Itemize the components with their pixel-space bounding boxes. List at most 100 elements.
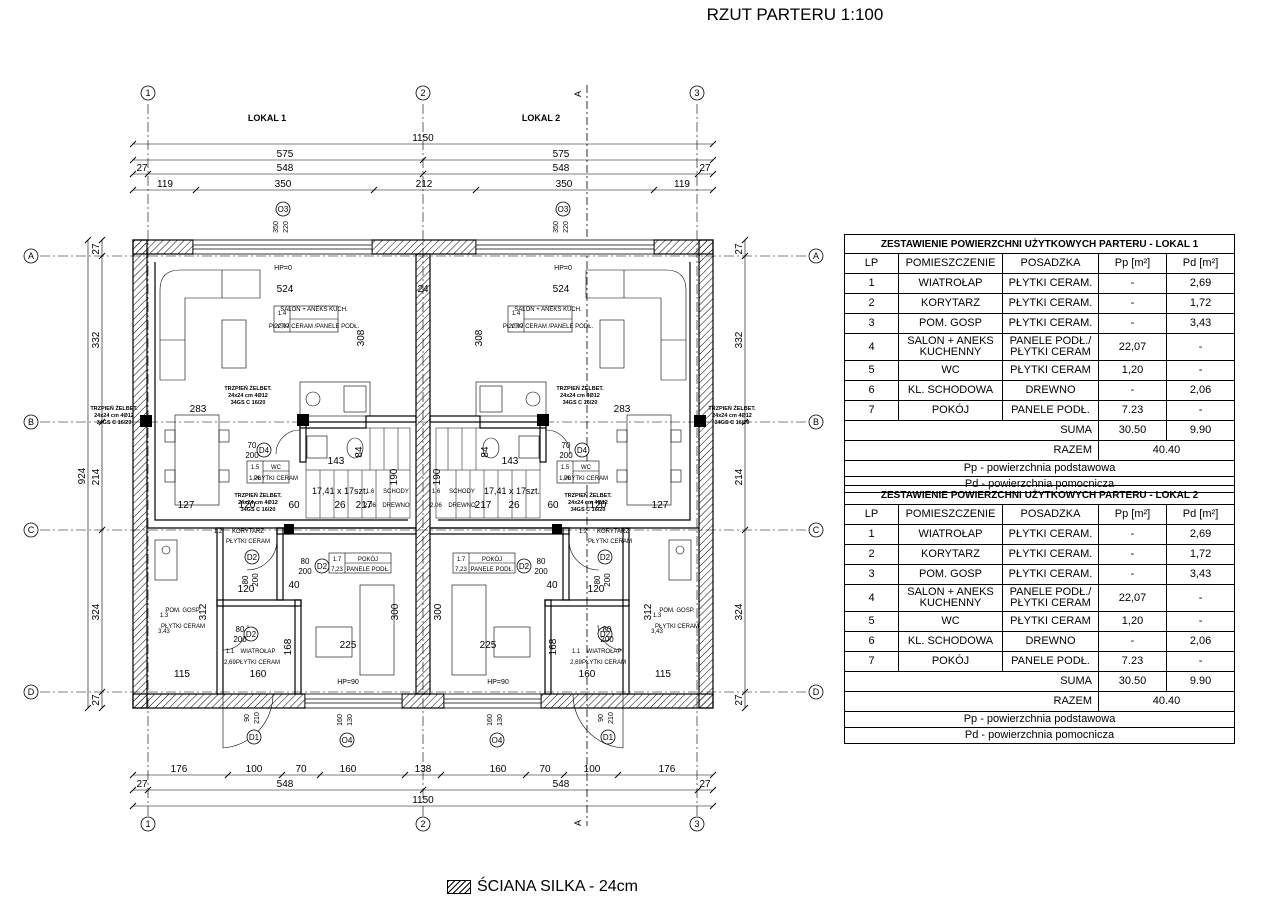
room-tag-name: POM. GOSP. bbox=[165, 608, 201, 614]
dim-bottom: 27 bbox=[136, 779, 148, 790]
hp-label: HP=90 bbox=[487, 679, 509, 686]
dim-left: 214 bbox=[91, 468, 102, 485]
cell: 5 bbox=[844, 611, 899, 632]
column-note: TRZPIEŃ ŻELBET. bbox=[708, 404, 756, 412]
room-tag-name: SCHODY bbox=[449, 489, 475, 495]
room-tag-floor: PŁYTKI CERAM bbox=[655, 624, 699, 630]
top-dimensions bbox=[129, 140, 717, 194]
cell: 5 bbox=[844, 360, 899, 381]
cell: DREWNO bbox=[1002, 631, 1099, 652]
table-note: Pd - powierzchnia pomocnicza bbox=[843, 727, 1236, 744]
door-dim: 80 bbox=[537, 557, 546, 566]
column-note: 34GS C 16/20 bbox=[231, 400, 266, 406]
cell: 6 bbox=[844, 631, 899, 652]
room-tag-no: 1.4 bbox=[512, 311, 521, 317]
door-tag-text: D2 bbox=[246, 630, 257, 639]
room-tag-floor: PŁYTKI CERAM bbox=[254, 476, 298, 482]
interior-dim: 60 bbox=[288, 500, 300, 511]
cell: WC bbox=[898, 611, 1003, 632]
table-header: POSADZKA bbox=[1002, 504, 1099, 525]
cell: 2 bbox=[844, 293, 899, 314]
axis-3-top-bubble bbox=[689, 85, 705, 101]
column-note: TRZPIEŃ ŻELBET. bbox=[234, 491, 282, 499]
room-tag-floor: PŁYTKI CERAM bbox=[588, 539, 632, 545]
room-tag-name: WC bbox=[581, 465, 592, 471]
dim-bottom: 548 bbox=[553, 779, 570, 790]
interior-dim: 127 bbox=[652, 500, 669, 511]
door-tag-text: D2 bbox=[247, 553, 258, 562]
dim-bottom: 160 bbox=[340, 764, 357, 775]
axis-label: A bbox=[28, 251, 34, 261]
cell: 4 bbox=[844, 333, 899, 361]
column-note: 34GS C 16/20 bbox=[715, 420, 750, 426]
door-tag-d2 bbox=[243, 626, 259, 642]
window-sill: 160 bbox=[337, 714, 344, 726]
door-height: 210 bbox=[254, 712, 261, 724]
room-tag-area: 1,20 bbox=[249, 476, 261, 482]
sum-label: SUMA bbox=[844, 671, 1099, 692]
dim-right: 214 bbox=[734, 468, 745, 485]
dim-top: 119 bbox=[674, 179, 690, 190]
column-note: 24x24 cm 4Ø12 bbox=[560, 393, 600, 399]
door-dim: 80 bbox=[301, 557, 310, 566]
cell: POM. GOSP bbox=[898, 564, 1003, 585]
door-dim: 80 bbox=[603, 625, 612, 634]
cell: WIATROŁAP bbox=[898, 524, 1003, 545]
dim-left: 324 bbox=[91, 603, 102, 620]
cell: KL. SCHODOWA bbox=[898, 631, 1003, 652]
interior-dim: 40 bbox=[288, 580, 300, 591]
table-note: Pp - powierzchnia podstawowa bbox=[843, 460, 1236, 477]
hp-label: HP=90 bbox=[337, 679, 359, 686]
room-tag-name: SALON + ANEKS KUCH. bbox=[280, 307, 348, 313]
cell: POKÓJ bbox=[898, 400, 1003, 421]
cell: PŁYTKI CERAM. bbox=[1002, 293, 1099, 314]
interior-dim: 115 bbox=[174, 669, 190, 680]
door-dim: 200 bbox=[298, 567, 312, 576]
window-tag-text: O3 bbox=[558, 205, 569, 214]
door-tag-text: D1 bbox=[603, 733, 614, 742]
dim-bottom: 138 bbox=[415, 764, 432, 775]
cell: - bbox=[1098, 524, 1167, 545]
cell: 2,06 bbox=[1165, 631, 1236, 652]
cell: PŁYTKI CERAM bbox=[1002, 611, 1099, 632]
room-tag-no: 1.6 bbox=[432, 489, 441, 495]
interior-dim: 225 bbox=[480, 640, 497, 651]
door-dim: 200 bbox=[245, 451, 259, 460]
door-tag-text: D2 bbox=[600, 553, 611, 562]
room-tag-floor: PŁYTKI CERAM bbox=[582, 660, 626, 666]
window-tag-o4 bbox=[489, 732, 505, 748]
cell: - bbox=[1165, 400, 1236, 421]
axis-2-top-bubble bbox=[415, 85, 431, 101]
room-tag-floor: PŁYTKI CERAM bbox=[161, 624, 205, 630]
door-tag-text: D2 bbox=[519, 562, 530, 571]
interior-dim: 217 bbox=[356, 500, 373, 511]
cell: KORYTARZ bbox=[898, 544, 1003, 565]
column-note: 24x24 cm 4Ø12 bbox=[94, 413, 134, 419]
door-dim: 80 bbox=[236, 625, 245, 634]
hp-label: HP=0 bbox=[554, 265, 572, 272]
interior-dim: 143 bbox=[328, 456, 345, 467]
door-dim: 200 bbox=[603, 573, 612, 587]
cell: - bbox=[1165, 651, 1236, 672]
column-note: TRZPIEŃ ŻELBET. bbox=[556, 384, 604, 392]
door-tag-text: D4 bbox=[259, 446, 270, 455]
axis-label: C bbox=[813, 525, 820, 535]
window-height: 130 bbox=[497, 714, 504, 726]
axis-b-left-bubble bbox=[23, 414, 39, 430]
column-note: 24x24 cm 4Ø12 bbox=[238, 500, 278, 506]
dim-left: 332 bbox=[91, 331, 102, 348]
window-tag-o4 bbox=[339, 732, 355, 748]
lokal-1-label: LOKAL 1 bbox=[248, 113, 286, 123]
drawing-title: RZUT PARTERU 1:100 bbox=[706, 5, 884, 24]
room-tag-no: 1.3 bbox=[160, 613, 169, 619]
axis-label: A bbox=[813, 251, 819, 261]
room-tag-name: SCHODY bbox=[383, 489, 409, 495]
interior-dim: 168 bbox=[548, 638, 559, 655]
interior-dim: 120 bbox=[588, 584, 605, 595]
dim-bottom: 176 bbox=[171, 764, 188, 775]
cell: PŁYTKI CERAM. bbox=[1002, 564, 1099, 585]
